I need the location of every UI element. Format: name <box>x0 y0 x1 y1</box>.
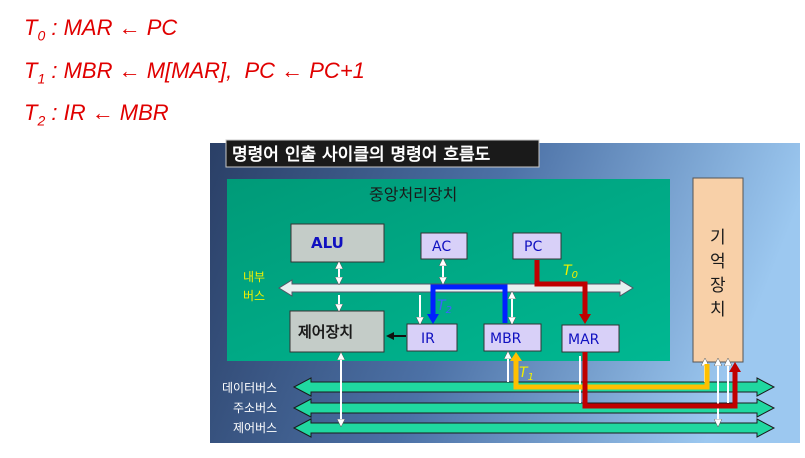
t1-path <box>513 357 710 390</box>
address-bus-label: 주소버스 <box>233 401 277 415</box>
internal-bus-label: 내부 <box>243 270 265 284</box>
ir-to-control-arrowhead <box>386 332 394 340</box>
t0-label: T0 <box>563 263 578 281</box>
alu-block <box>290 223 385 263</box>
control-bus-label: 제어버스 <box>233 421 277 435</box>
pc-label: PC <box>524 239 542 255</box>
ac-label: AC <box>432 239 451 255</box>
t2-path <box>430 284 508 323</box>
ac-register <box>420 232 468 260</box>
t0-path <box>534 260 588 318</box>
cpu-label: 중앙처리장치 <box>369 185 457 204</box>
t1-label: T1 <box>519 365 534 383</box>
external-buses <box>292 377 776 438</box>
memory-label-char: 치 <box>710 300 726 320</box>
data-bus-label: 데이터버스 <box>222 381 277 395</box>
ir-label: IR <box>421 331 435 347</box>
t0-arrowhead <box>579 314 591 324</box>
memory-label-char: 기 <box>710 228 726 248</box>
control-bus <box>292 418 776 438</box>
memory-block <box>692 177 744 363</box>
mar-label: MAR <box>568 332 600 348</box>
equation-t2: T2 : IR ← MBR <box>24 100 169 129</box>
diagram-title-bar <box>225 139 540 168</box>
t0-address-arrowhead <box>729 362 741 372</box>
control-unit-block <box>289 310 385 353</box>
mbr-label: MBR <box>490 331 522 347</box>
ir-register <box>406 323 458 352</box>
mar-register <box>561 324 620 353</box>
alu-label: ALU <box>311 234 344 252</box>
memory-label-char: 장 <box>710 276 726 296</box>
internal-connectors <box>339 262 512 321</box>
diagram-title: 명령어 인출 사이클의 명령어 흐름도 <box>232 144 491 165</box>
t1-arrowhead <box>510 352 522 361</box>
internal-bus-label: 버스 <box>243 289 265 303</box>
equation-t0: T0 : MAR ← PC <box>24 15 178 44</box>
pc-register <box>512 232 562 260</box>
t0-address-path <box>582 352 738 409</box>
memory-label-char: 억 <box>710 252 726 272</box>
t2-label: T2 <box>437 298 452 316</box>
equation-t1: T1 : MBR ← M[MAR], PC ← PC+1 <box>24 58 365 87</box>
t2-arrowhead <box>427 314 439 324</box>
control-unit-label: 제어장치 <box>298 323 353 341</box>
